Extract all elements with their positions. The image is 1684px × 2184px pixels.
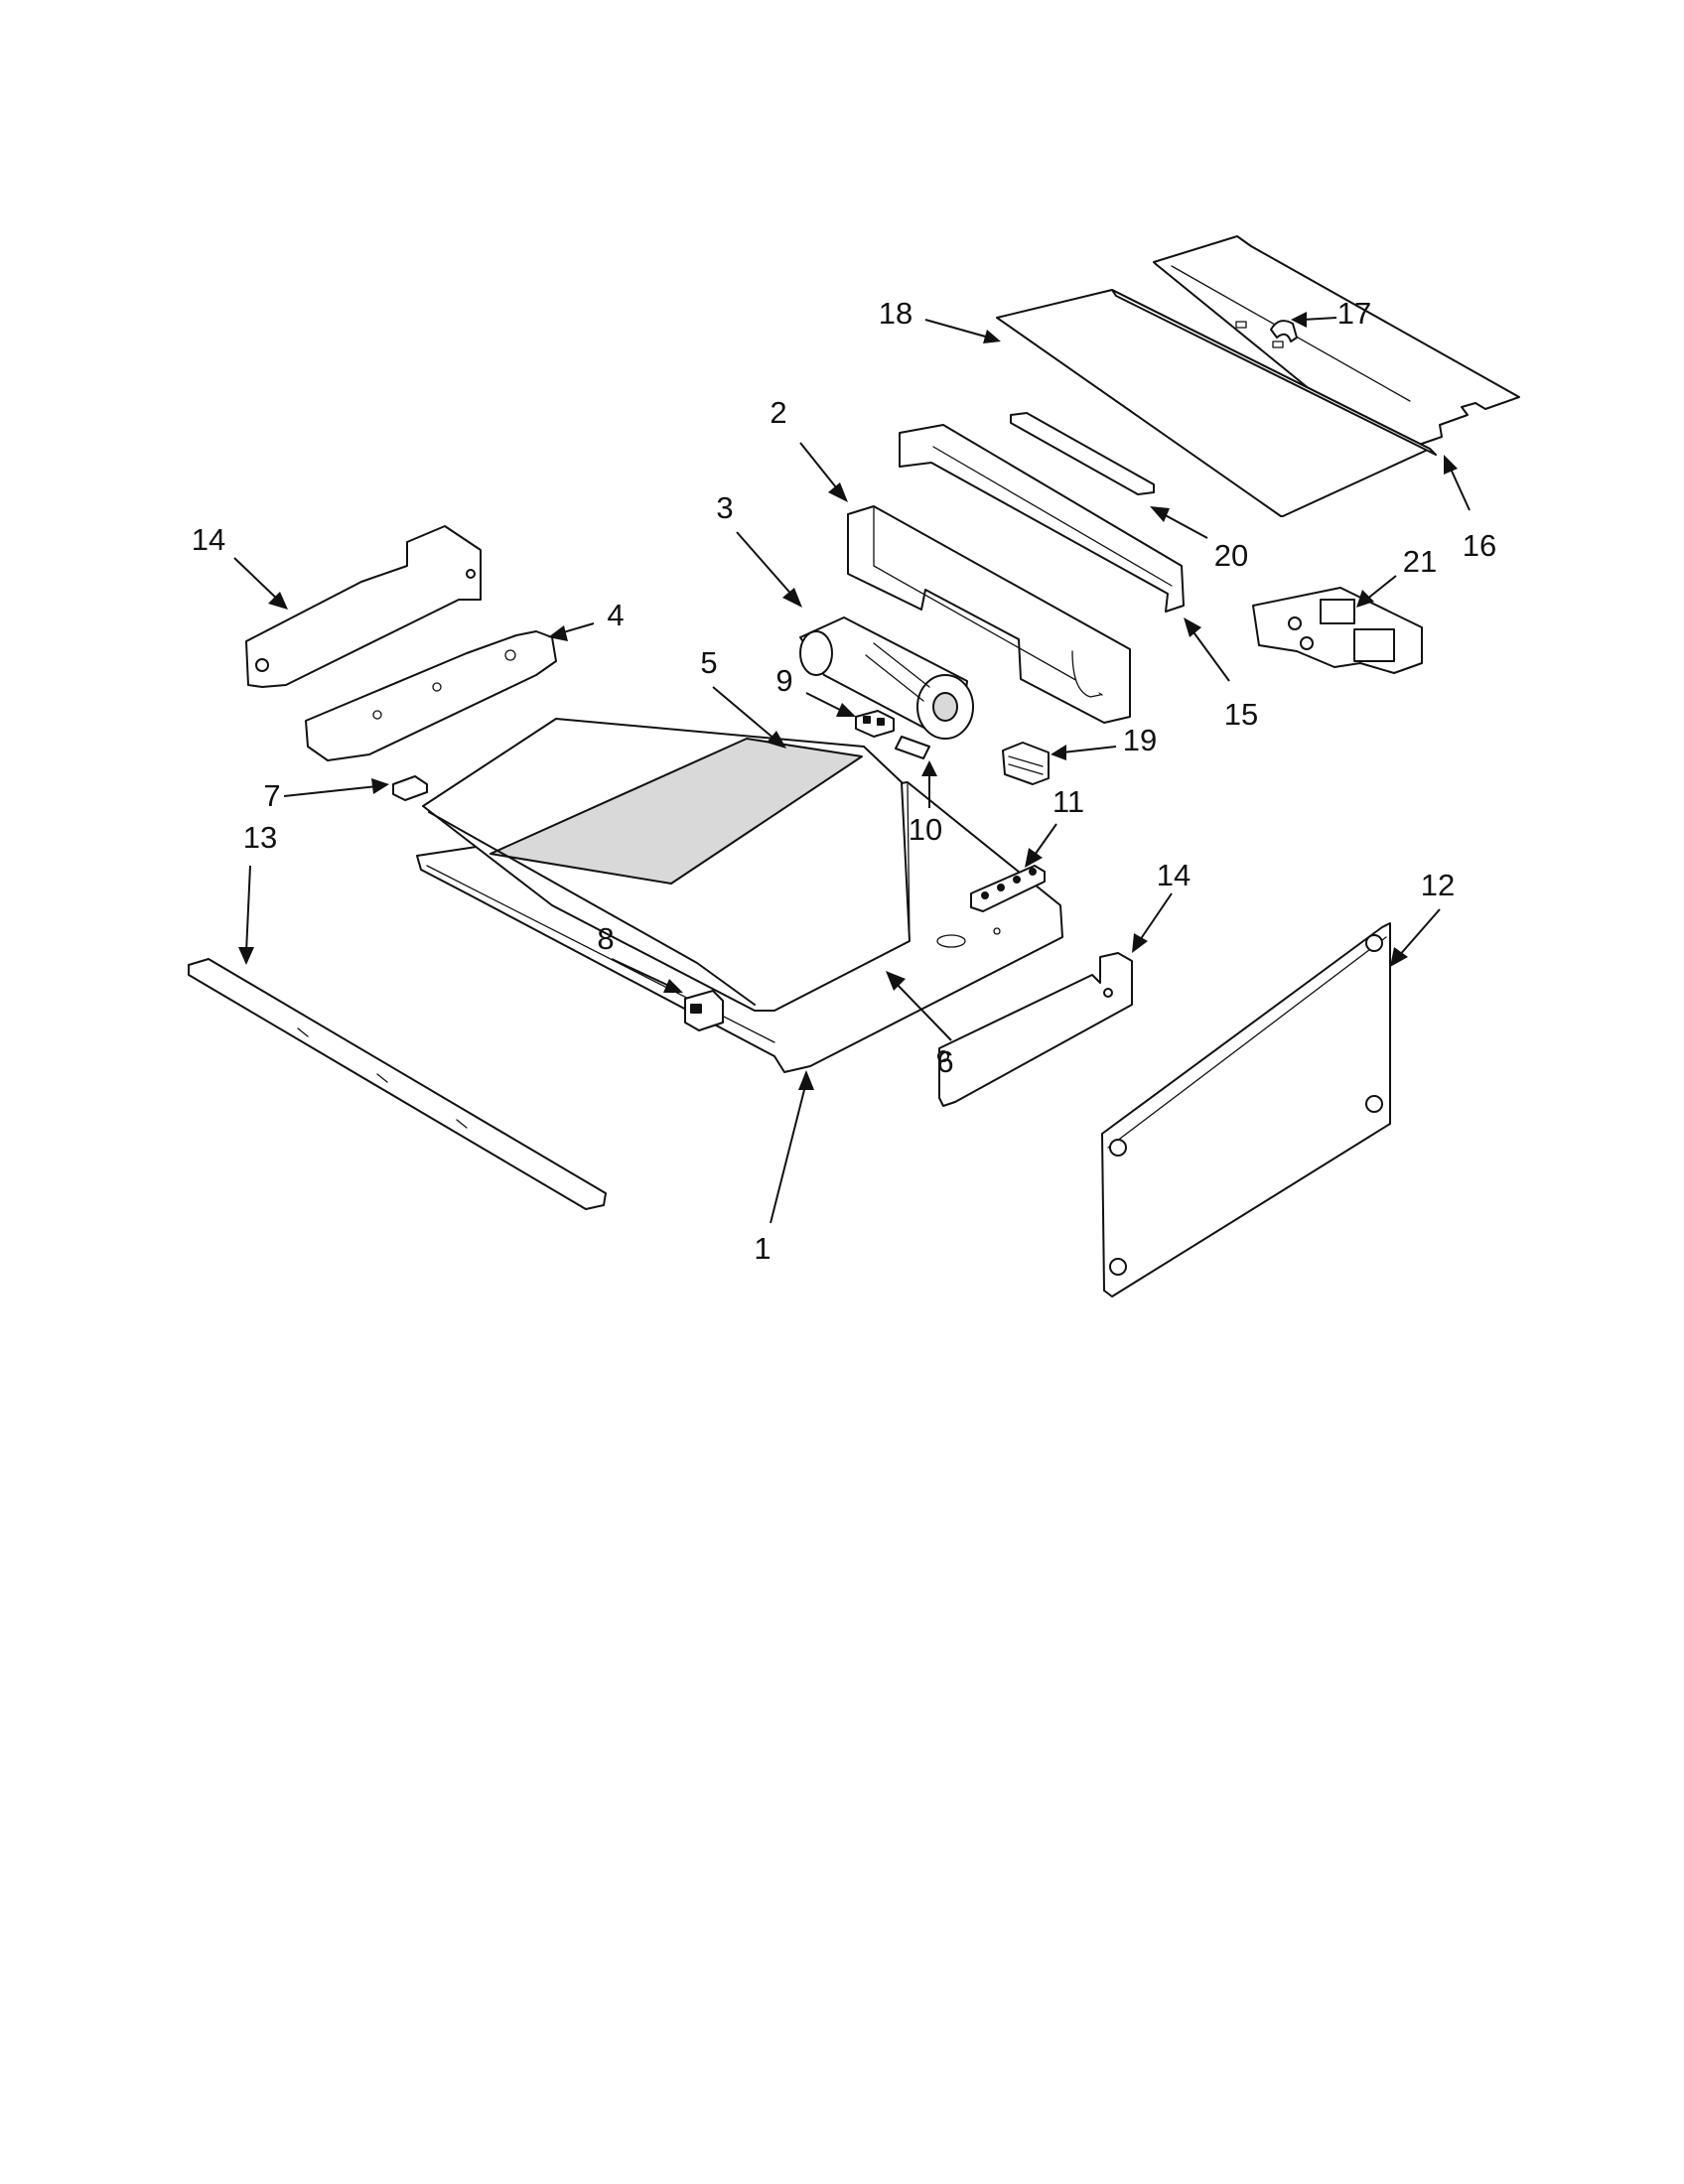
part-6-heater-reflector [422, 718, 911, 1012]
part-19-terminal-block [1002, 742, 1050, 785]
part-4-mounting-plate [305, 630, 557, 761]
part-13-front-trim [188, 958, 607, 1210]
part-18-top-inner-panel [996, 289, 1437, 517]
part-9-switch [855, 710, 895, 738]
callout-18: 18 [879, 296, 912, 331]
callout-16: 16 [1463, 528, 1496, 563]
part-17-clip [1270, 320, 1298, 342]
callout-10: 10 [909, 812, 942, 847]
callout-7: 7 [263, 778, 280, 813]
part-11-terminal-strip [970, 865, 1046, 912]
callout-20: 20 [1214, 538, 1248, 573]
callout-19: 19 [1123, 723, 1157, 757]
part-7-small-block [392, 775, 428, 801]
callout-21: 21 [1403, 544, 1437, 579]
callout-12: 12 [1421, 868, 1455, 902]
callout-5: 5 [700, 645, 717, 680]
callout-leaders [233, 312, 1471, 1224]
callout-labels: 1 2 3 4 5 6 7 8 9 10 11 12 13 14 14 15 1… [192, 296, 1496, 1266]
part-21-terminal-bracket [1252, 587, 1423, 674]
callout-3: 3 [716, 490, 733, 525]
part-10-fuse [895, 736, 930, 759]
part-14-right-side-bracket [937, 952, 1133, 1107]
callout-2: 2 [770, 395, 786, 430]
callout-17: 17 [1337, 296, 1371, 331]
part-8-clip-block [684, 990, 724, 1031]
callout-11: 11 [1052, 784, 1084, 819]
callout-4: 4 [607, 598, 624, 632]
callout-1: 1 [754, 1231, 771, 1266]
callout-14-left: 14 [192, 522, 225, 557]
part-15-rear-bracket [899, 424, 1185, 613]
callout-8: 8 [597, 921, 614, 956]
part-14-left-side-bracket [245, 525, 482, 688]
part-12-side-panel [1101, 922, 1391, 1297]
part-3-fan-motor [799, 616, 974, 740]
callout-6: 6 [936, 1044, 953, 1079]
part-2-duct-shroud [847, 505, 1131, 724]
part-20-vent-strip [1010, 412, 1155, 495]
callout-9: 9 [775, 663, 792, 698]
callout-14-right: 14 [1157, 858, 1191, 892]
callout-15: 15 [1224, 697, 1258, 732]
callout-13: 13 [243, 820, 277, 855]
